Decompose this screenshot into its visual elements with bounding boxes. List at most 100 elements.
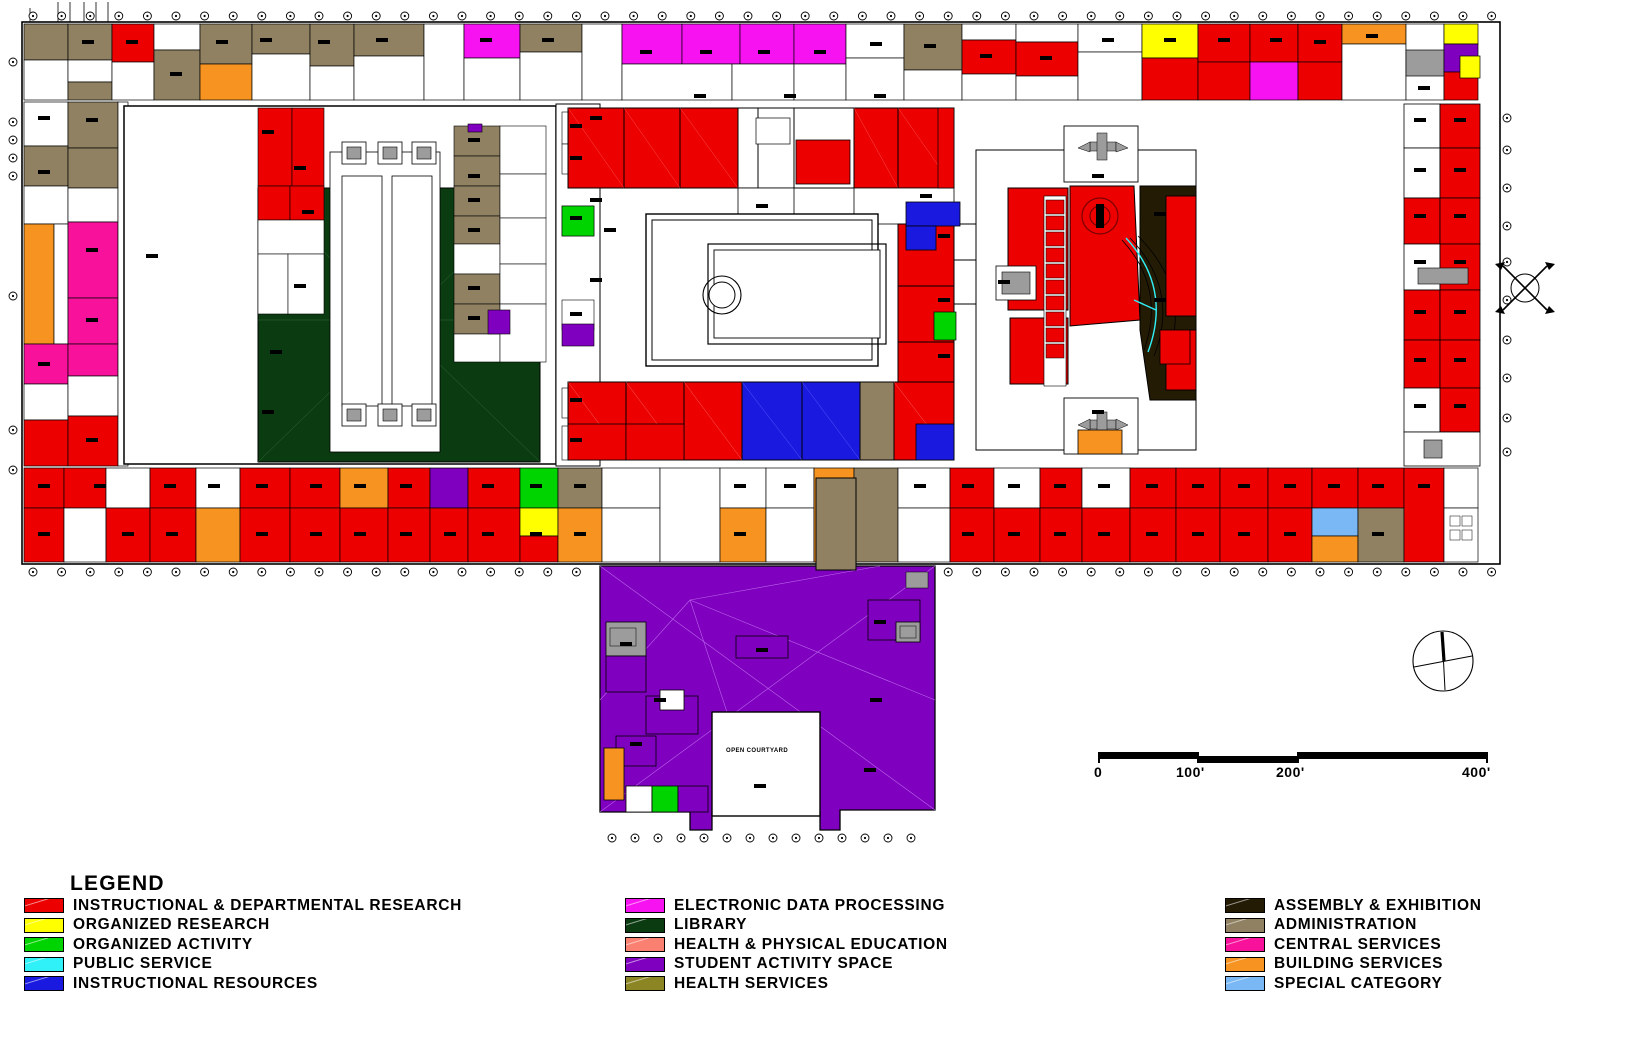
grid-bubble xyxy=(1286,567,1296,577)
room-number-tag xyxy=(170,72,182,76)
room-number-tag xyxy=(870,698,882,702)
legend-item: LIBRARY xyxy=(625,916,948,936)
grid-bubble xyxy=(428,567,438,577)
room-number-tag xyxy=(468,174,480,178)
zone-south-wing-student-activity[interactable] xyxy=(599,477,936,831)
room-number-tag xyxy=(1092,174,1104,178)
grid-bubble xyxy=(457,11,467,21)
grid-bubble xyxy=(772,11,782,21)
grid-bubble-col-right xyxy=(1502,113,1512,457)
zone-top-band[interactable] xyxy=(23,23,1481,101)
room-number-tag xyxy=(814,50,826,54)
room-number-tag xyxy=(482,532,494,536)
grid-bubble xyxy=(886,11,896,21)
grid-bubble xyxy=(228,567,238,577)
room-number-tag xyxy=(1366,34,1378,38)
legend-color-swatch xyxy=(1225,898,1265,914)
grid-bubble xyxy=(1258,11,1268,21)
zone-library[interactable] xyxy=(257,141,541,463)
room-number-tag xyxy=(468,316,480,320)
room-number-tag xyxy=(1284,532,1296,536)
room-number-tag xyxy=(1314,40,1326,44)
grid-bubble xyxy=(1502,145,1512,155)
room-number-tag xyxy=(1008,484,1020,488)
legend-color-swatch xyxy=(625,898,665,914)
room-number-tag xyxy=(208,484,220,488)
grid-bubble xyxy=(743,11,753,21)
grid-bubble xyxy=(800,11,810,21)
grid-bubble xyxy=(943,11,953,21)
room-number-tag xyxy=(354,532,366,536)
grid-bubble xyxy=(1487,567,1497,577)
room-number-tag xyxy=(38,532,50,536)
grid-bubble xyxy=(768,833,778,843)
grid-bubble xyxy=(1502,373,1512,383)
room-number-tag xyxy=(938,298,950,302)
grid-bubble xyxy=(1201,11,1211,21)
legend-item-label: ELECTRONIC DATA PROCESSING xyxy=(674,896,946,914)
grid-bubble xyxy=(906,833,916,843)
room-number-tag xyxy=(756,204,768,208)
legend-item-label: PUBLIC SERVICE xyxy=(73,955,213,973)
scale-tick-400: 400' xyxy=(1462,764,1491,780)
zone-classrooms-east-of-quad[interactable] xyxy=(897,201,977,387)
room-number-tag xyxy=(1164,38,1176,42)
room-number-tag xyxy=(1454,404,1466,408)
grid-bubble xyxy=(200,567,210,577)
room-number-tag xyxy=(570,398,582,402)
room-number-tag xyxy=(302,210,314,214)
room-number-tag xyxy=(1414,118,1426,122)
room-number-tag xyxy=(1372,532,1384,536)
grid-bubble xyxy=(1115,567,1125,577)
grid-bubble xyxy=(630,833,640,843)
legend-item: INSTRUCTIONAL RESOURCES xyxy=(24,974,462,994)
grid-bubble xyxy=(285,567,295,577)
grid-bubble xyxy=(1372,567,1382,577)
grid-bubble xyxy=(428,11,438,21)
grid-bubble xyxy=(972,11,982,21)
grid-bubble xyxy=(85,567,95,577)
grid-bubble xyxy=(142,11,152,21)
legend-color-swatch xyxy=(1225,937,1265,953)
zone-bottom-band[interactable] xyxy=(23,467,1479,563)
grid-bubble xyxy=(1229,567,1239,577)
room-number-tag xyxy=(270,350,282,354)
grid-bubble xyxy=(314,11,324,21)
room-number-tag xyxy=(998,280,1010,284)
legend-color-swatch xyxy=(1225,917,1265,933)
grid-bubble xyxy=(745,833,755,843)
grid-bubble xyxy=(486,11,496,21)
zone-classrooms-south[interactable] xyxy=(567,381,955,461)
legend-color-swatch xyxy=(24,917,64,933)
grid-bubble xyxy=(1502,447,1512,457)
grid-bubble xyxy=(1086,11,1096,21)
room-number-tag xyxy=(1454,260,1466,264)
zone-east-complex[interactable] xyxy=(975,125,1197,455)
grid-bubble xyxy=(200,11,210,21)
grid-bubble xyxy=(285,11,295,21)
grid-bubble xyxy=(791,833,801,843)
scale-tick-100: 100' xyxy=(1176,764,1205,780)
room-number-tag xyxy=(122,532,134,536)
floor-plan-drawing[interactable] xyxy=(0,0,1645,860)
grid-bubble xyxy=(457,567,467,577)
room-number-tag xyxy=(874,620,886,624)
grid-bubble xyxy=(543,11,553,21)
graphic-scale-bar: 0 100' 200' 400' xyxy=(1094,752,1491,786)
room-number-tag xyxy=(756,648,768,652)
grid-bubble xyxy=(607,833,617,843)
grid-bubble xyxy=(1429,567,1439,577)
room-number-tag xyxy=(260,38,272,42)
zone-classrooms-north[interactable] xyxy=(567,107,955,225)
zone-admin-middle[interactable] xyxy=(453,123,547,363)
room-number-tag xyxy=(570,124,582,128)
grid-bubble xyxy=(142,567,152,577)
zone-east-tower[interactable] xyxy=(1403,103,1481,467)
room-number-tag xyxy=(94,484,106,488)
grid-bubble xyxy=(8,425,18,435)
zone-academic-spine-west[interactable] xyxy=(257,107,325,315)
grid-bubble xyxy=(8,153,18,163)
